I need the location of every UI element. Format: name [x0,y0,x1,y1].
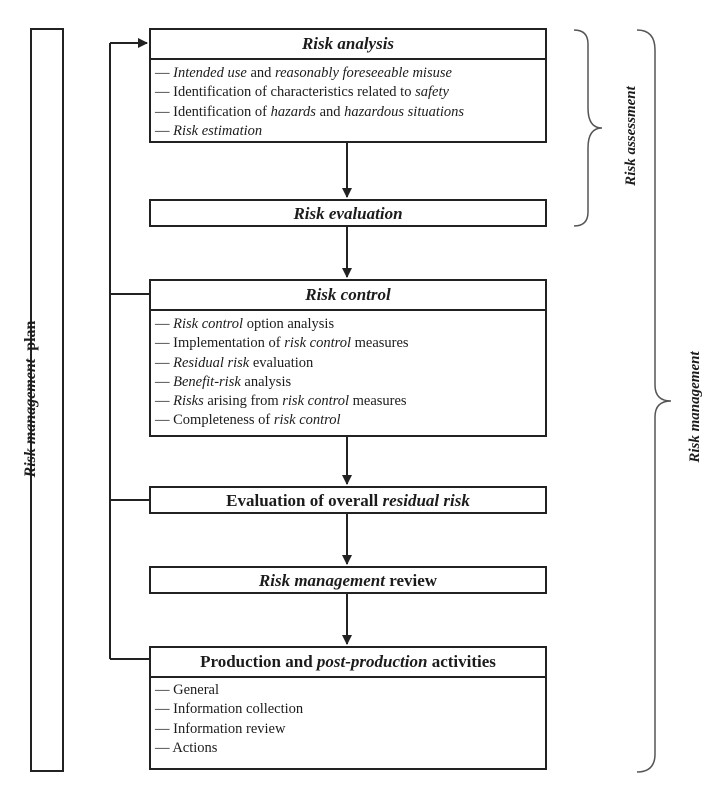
list-item: — Residual risk evaluation [155,354,314,371]
overall-residual-risk-box: Evaluation of overall residual risk [149,486,547,514]
risk-management-review-title: Risk management review [258,571,438,590]
production-title: Production and post-production activitie… [151,648,545,678]
list-item: — Risks arising from risk control measur… [155,393,407,410]
risk-management-label: Risk management [687,351,703,463]
risk-analysis-items: — Intended use and reasonably foreseeabl… [155,64,541,141]
list-item: — Completeness of risk control [155,412,341,429]
production-box: Production and post-production activitie… [149,646,547,770]
list-item: — Identification of characteristics rela… [155,84,449,101]
production-items: — General — Information collection — Infor… [155,681,541,758]
risk-control-items: — Risk control option analysis — Implemen… [155,315,541,431]
list-item: — Information review [155,720,286,737]
risk-analysis-title: Risk analysis [301,34,395,53]
list-item: — Risk control option analysis [155,316,335,332]
risk-management-plan-label: Risk management plan [22,320,39,478]
list-item: — Risk estimation [155,122,263,139]
list-item: — Benefit-risk analysis [155,373,292,390]
risk-control-title: Risk control [305,285,391,304]
risk-assessment-label: Risk assessment [623,86,639,186]
list-item: — General [155,682,220,698]
risk-analysis-box: Risk analysis — Intended use and reasona… [149,28,547,143]
risk-evaluation-box: Risk evaluation [149,199,547,227]
risk-management-brace [636,29,672,773]
risk-management-plan-box [30,28,64,772]
risk-assessment-brace [573,29,603,227]
list-item: — Identification of hazards and hazardou… [155,103,465,120]
risk-management-review-box: Risk management review [149,566,547,594]
list-item: — Information collection [155,701,304,718]
list-item: — Intended use and reasonably foreseeabl… [155,65,452,81]
risk-control-box: Risk control — Risk control option analy… [149,279,547,437]
risk-evaluation-title: Risk evaluation [293,204,403,223]
overall-residual-risk-title: Evaluation of overall residual risk [226,491,470,510]
list-item: — Implementation of risk control measure… [155,335,409,352]
list-item: — Actions [155,739,218,756]
